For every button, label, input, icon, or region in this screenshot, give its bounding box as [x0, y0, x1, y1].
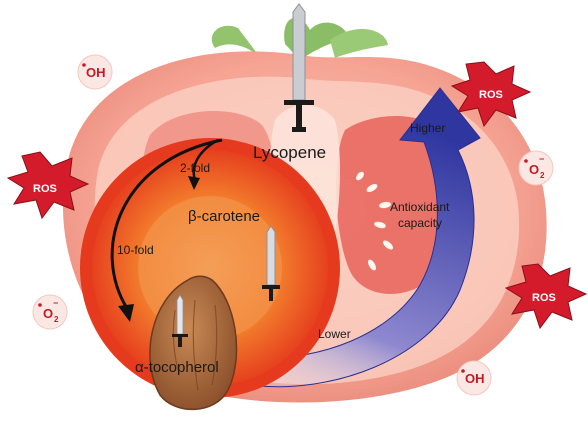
two-fold-label: 2-fold	[180, 161, 210, 175]
tocopherol-label: α-tocopherol	[135, 359, 219, 376]
antioxidant-capacity-arrow	[249, 87, 481, 388]
tomato-seeds	[356, 171, 393, 271]
lower-label: Lower	[318, 327, 351, 341]
oh-radical-top-left: OH	[77, 54, 113, 90]
ros-burst-bottom-right-icon: ROS	[504, 263, 588, 330]
o2-left-sup: −	[53, 298, 58, 308]
sword-beta-carotene-icon	[262, 225, 280, 301]
antioxidant-capacity-line1: Antioxidant	[390, 200, 450, 214]
oh-bottom-label: OH	[465, 371, 485, 386]
sword-lycopene-icon	[284, 3, 314, 132]
higher-label: Higher	[410, 121, 445, 135]
antioxidant-capacity-line2: capacity	[398, 216, 442, 230]
ros-burst-left-icon: ROS	[6, 151, 90, 220]
o2-radical-left: O 2 −	[32, 294, 68, 330]
o2-right-label: O	[529, 162, 539, 177]
oh-top-left-label: OH	[86, 65, 106, 80]
lycopene-label: Lycopene	[253, 143, 326, 162]
ten-fold-arrow	[110, 138, 223, 311]
ros-left-label: ROS	[33, 183, 57, 195]
o2-right-sub: 2	[540, 171, 545, 180]
o2-left-label: O	[43, 306, 53, 321]
carrot-slice	[80, 138, 340, 398]
beta-carotene-label: β-carotene	[188, 208, 260, 225]
ros-burst-top-right-icon: ROS	[450, 61, 532, 128]
o2-left-sub: 2	[54, 315, 59, 324]
ros-top-right-label: ROS	[479, 89, 503, 101]
sword-tocopherol-icon	[172, 294, 188, 347]
ros-bottom-right-label: ROS	[532, 292, 556, 304]
two-fold-arrowhead	[188, 176, 200, 190]
o2-right-sup: −	[539, 154, 544, 164]
almond	[149, 275, 238, 411]
o2-radical-right: O 2 −	[518, 150, 554, 186]
oh-radical-bottom: OH	[456, 360, 492, 396]
ten-fold-arrowhead	[118, 304, 134, 322]
ten-fold-label: 10-fold	[117, 243, 154, 257]
